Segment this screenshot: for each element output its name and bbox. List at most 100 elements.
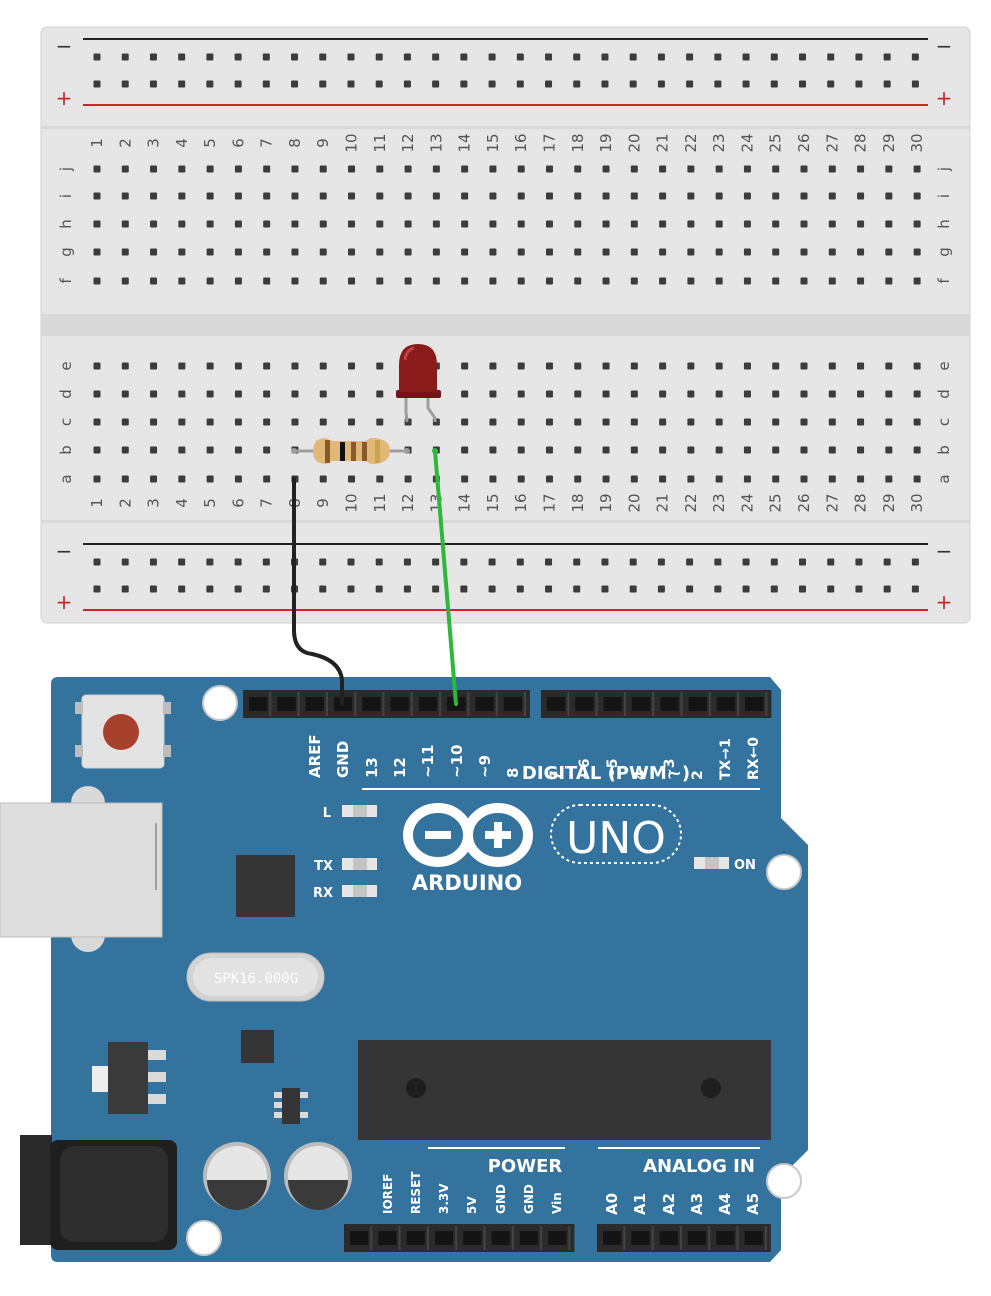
breadboard-hole[interactable] — [489, 248, 497, 256]
breadboard-hole[interactable] — [234, 390, 242, 398]
breadboard-hole[interactable] — [178, 165, 186, 173]
rail-hole[interactable] — [827, 585, 835, 593]
breadboard-hole[interactable] — [885, 390, 893, 398]
rail-hole[interactable] — [347, 585, 355, 593]
rail-hole[interactable] — [855, 585, 863, 593]
breadboard-hole[interactable] — [828, 390, 836, 398]
breadboard-hole[interactable] — [263, 475, 271, 483]
breadboard-hole[interactable] — [857, 192, 865, 200]
rail-hole[interactable] — [291, 80, 299, 88]
rail-hole[interactable] — [686, 53, 694, 61]
header-socket[interactable] — [390, 697, 409, 711]
breadboard-hole[interactable] — [404, 192, 412, 200]
breadboard-hole[interactable] — [574, 390, 582, 398]
rail-hole[interactable] — [319, 558, 327, 566]
breadboard-hole[interactable] — [489, 220, 497, 228]
breadboard-hole[interactable] — [376, 165, 384, 173]
breadboard-hole[interactable] — [93, 220, 101, 228]
rail-hole[interactable] — [629, 80, 637, 88]
breadboard-hole[interactable] — [517, 220, 525, 228]
breadboard-hole[interactable] — [432, 277, 440, 285]
breadboard-hole[interactable] — [885, 475, 893, 483]
breadboard-hole[interactable] — [150, 248, 158, 256]
breadboard-hole[interactable] — [489, 390, 497, 398]
breadboard-hole[interactable] — [432, 248, 440, 256]
breadboard-hole[interactable] — [545, 277, 553, 285]
breadboard-hole[interactable] — [687, 220, 695, 228]
rail-hole[interactable] — [347, 80, 355, 88]
breadboard-hole[interactable] — [687, 362, 695, 370]
breadboard-hole[interactable] — [461, 248, 469, 256]
breadboard-hole[interactable] — [206, 418, 214, 426]
breadboard-hole[interactable] — [121, 362, 129, 370]
breadboard-hole[interactable] — [885, 165, 893, 173]
rail-hole[interactable] — [460, 585, 468, 593]
breadboard-hole[interactable] — [461, 390, 469, 398]
header-socket[interactable] — [249, 697, 268, 711]
breadboard-hole[interactable] — [545, 192, 553, 200]
rail-hole[interactable] — [573, 585, 581, 593]
breadboard-hole[interactable] — [913, 390, 921, 398]
breadboard-hole[interactable] — [93, 277, 101, 285]
breadboard-hole[interactable] — [659, 362, 667, 370]
breadboard-hole[interactable] — [291, 248, 299, 256]
header-socket[interactable] — [547, 697, 566, 711]
rail-hole[interactable] — [883, 80, 891, 88]
breadboard-hole[interactable] — [178, 475, 186, 483]
rail-hole[interactable] — [742, 558, 750, 566]
breadboard-hole[interactable] — [178, 418, 186, 426]
breadboard-hole[interactable] — [150, 446, 158, 454]
breadboard-hole[interactable] — [348, 220, 356, 228]
rail-hole[interactable] — [262, 53, 270, 61]
rail-hole[interactable] — [545, 558, 553, 566]
breadboard-hole[interactable] — [743, 446, 751, 454]
breadboard-hole[interactable] — [234, 192, 242, 200]
breadboard-hole[interactable] — [348, 192, 356, 200]
rail-hole[interactable] — [460, 558, 468, 566]
breadboard-hole[interactable] — [93, 192, 101, 200]
rail-hole[interactable] — [432, 585, 440, 593]
breadboard-hole[interactable] — [489, 165, 497, 173]
breadboard-hole[interactable] — [574, 475, 582, 483]
rail-hole[interactable] — [403, 80, 411, 88]
rail-hole[interactable] — [291, 53, 299, 61]
breadboard-hole[interactable] — [772, 475, 780, 483]
rail-hole[interactable] — [686, 558, 694, 566]
rail-hole[interactable] — [573, 558, 581, 566]
rail-hole[interactable] — [742, 80, 750, 88]
header-socket[interactable] — [575, 697, 594, 711]
breadboard-hole[interactable] — [687, 192, 695, 200]
breadboard-hole[interactable] — [687, 475, 695, 483]
header-socket[interactable] — [603, 697, 622, 711]
breadboard-hole[interactable] — [489, 192, 497, 200]
breadboard-hole[interactable] — [93, 248, 101, 256]
breadboard-hole[interactable] — [687, 277, 695, 285]
rail-hole[interactable] — [234, 53, 242, 61]
rail-hole[interactable] — [121, 585, 129, 593]
breadboard-hole[interactable] — [93, 165, 101, 173]
breadboard-hole[interactable] — [630, 418, 638, 426]
rail-hole[interactable] — [93, 53, 101, 61]
breadboard-hole[interactable] — [574, 362, 582, 370]
breadboard-hole[interactable] — [291, 390, 299, 398]
breadboard-hole[interactable] — [743, 220, 751, 228]
breadboard-hole[interactable] — [291, 277, 299, 285]
breadboard-hole[interactable] — [150, 165, 158, 173]
breadboard-hole[interactable] — [432, 192, 440, 200]
rail-hole[interactable] — [799, 585, 806, 593]
breadboard-hole[interactable] — [772, 446, 780, 454]
rail-hole[interactable] — [488, 80, 496, 88]
breadboard-hole[interactable] — [150, 192, 158, 200]
rail-hole[interactable] — [516, 53, 524, 61]
rail-hole[interactable] — [149, 585, 157, 593]
breadboard-hole[interactable] — [659, 390, 667, 398]
breadboard-hole[interactable] — [913, 192, 921, 200]
breadboard-hole[interactable] — [348, 475, 356, 483]
breadboard-hole[interactable] — [715, 220, 723, 228]
rail-hole[interactable] — [911, 558, 919, 566]
breadboard-hole[interactable] — [404, 165, 412, 173]
rail-hole[interactable] — [516, 558, 524, 566]
breadboard-hole[interactable] — [630, 165, 638, 173]
rail-hole[interactable] — [714, 80, 722, 88]
rail-hole[interactable] — [234, 585, 242, 593]
